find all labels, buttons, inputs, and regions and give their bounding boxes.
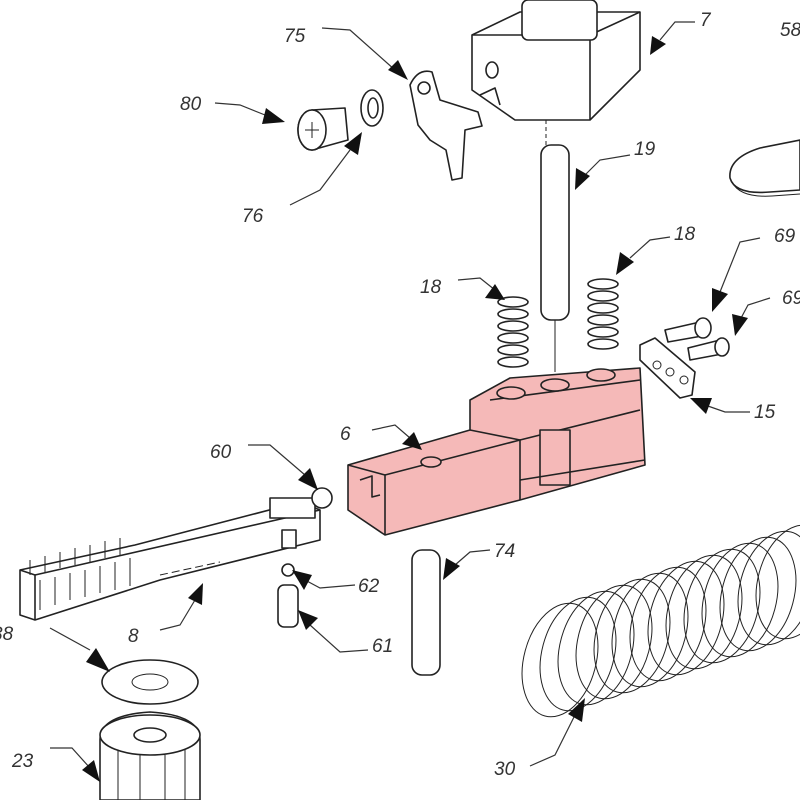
- part-80-screw: [297, 107, 349, 151]
- callout-7: 7: [700, 10, 712, 31]
- callout-80: 80: [180, 94, 202, 115]
- part-38-star-washer: [101, 659, 199, 705]
- spring-coil: [539, 596, 617, 712]
- spring-coil: [593, 578, 671, 694]
- part-18-spring-left: [497, 296, 529, 368]
- callout-6: 6: [340, 424, 351, 445]
- part-75-lever: [409, 70, 483, 181]
- part-74-spring: [411, 549, 441, 676]
- callout-75: 75: [284, 26, 306, 47]
- part-18-spring-right: [587, 278, 619, 350]
- part-62-ball: [281, 563, 295, 577]
- part-76-washer: [360, 89, 384, 127]
- callout-30: 30: [494, 759, 516, 780]
- leader-lines: [49, 21, 771, 782]
- part-23-knob: [99, 711, 201, 800]
- callout-58: 58: [780, 20, 800, 41]
- part-58-disc: [729, 139, 800, 197]
- part-6-highlighted-block[interactable]: [347, 367, 646, 536]
- spring-coil: [737, 530, 800, 646]
- callout-69-upper: 69: [774, 226, 796, 247]
- callout-18-right: 18: [674, 224, 696, 245]
- spring-coil: [629, 566, 707, 682]
- part-69-screws: [664, 317, 730, 361]
- spring-coil: [521, 602, 599, 718]
- spring-coil: [575, 584, 653, 700]
- part-19-spring: [540, 144, 570, 321]
- callout-8: 8: [128, 626, 139, 647]
- callout-61: 61: [372, 636, 393, 657]
- spring-coil: [719, 536, 797, 652]
- callout-62: 62: [358, 576, 380, 597]
- callout-38: 38: [0, 624, 14, 645]
- spring-coil: [611, 572, 689, 688]
- callout-74: 74: [494, 541, 515, 562]
- callout-labels: 75 7 58 80 76 19 18 18 69 69 15 6 60 74 …: [0, 10, 800, 780]
- spring-coil: [665, 554, 743, 670]
- callout-23: 23: [11, 751, 34, 772]
- callout-15: 15: [754, 402, 776, 423]
- spring-coil: [683, 548, 761, 664]
- part-30-large-spring: [521, 524, 800, 718]
- callout-69-lower: 69: [782, 288, 800, 309]
- part-15-plate: [639, 337, 696, 399]
- part-7-block: [471, 0, 641, 121]
- spring-coil: [701, 542, 779, 658]
- callout-18-left: 18: [420, 277, 442, 298]
- spring-coil: [755, 524, 800, 640]
- callout-19: 19: [634, 139, 656, 160]
- callout-60: 60: [210, 442, 232, 463]
- part-61-spring: [277, 584, 299, 628]
- spring-coil: [647, 560, 725, 676]
- callout-76: 76: [242, 206, 264, 227]
- part-8-rod-assembly: [19, 487, 333, 621]
